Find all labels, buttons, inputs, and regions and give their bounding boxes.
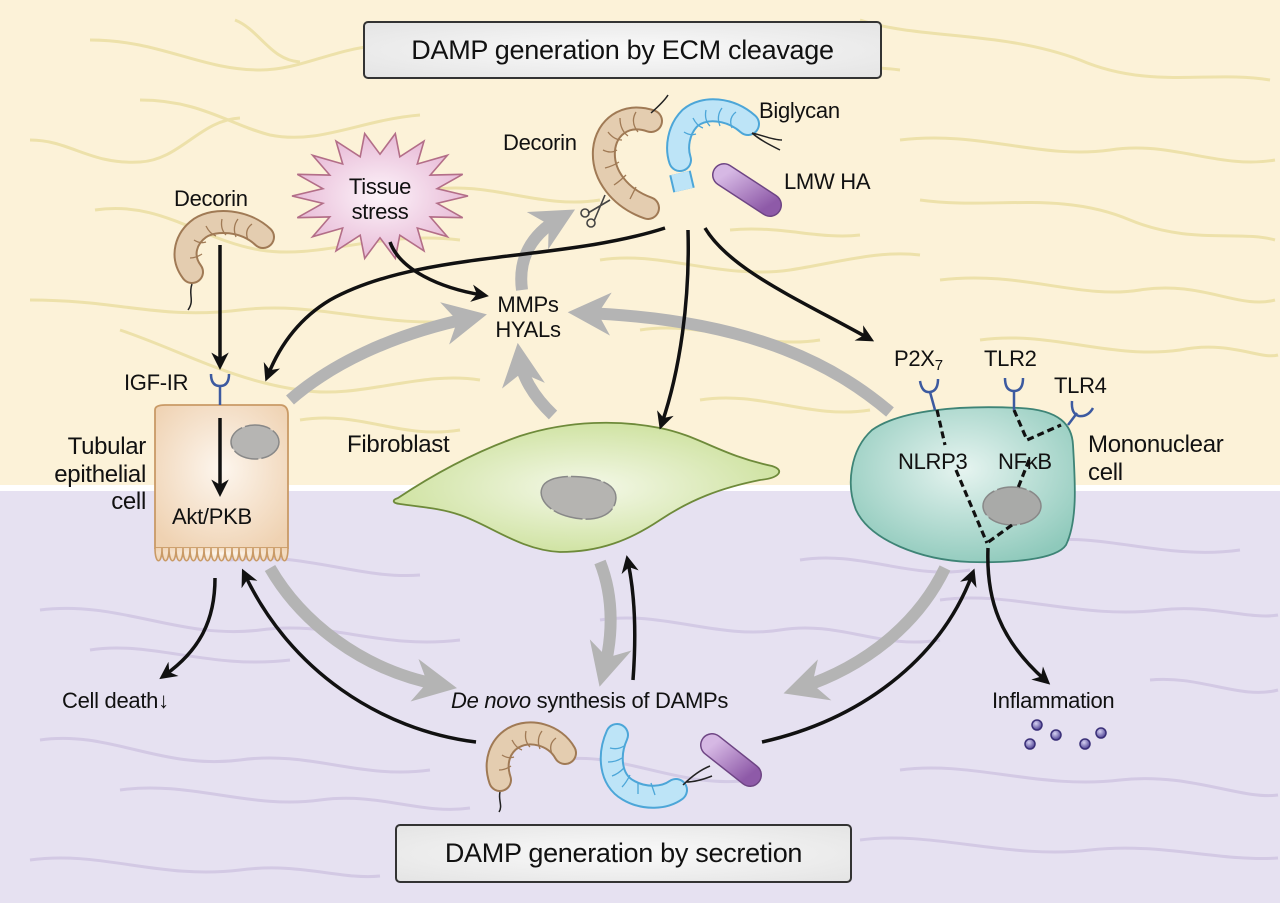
label-decorin-left: Decorin (174, 186, 248, 211)
arrow-secretion-to-mononuclear (761, 568, 977, 744)
arrow-stress-to-enzymes (388, 241, 489, 302)
biglycan-molecule (666, 98, 783, 193)
lmw-ha-bottom-molecule (700, 733, 762, 787)
black-arrows (159, 226, 1051, 744)
arrow-akt-to-cell-death (159, 577, 217, 680)
header-secretion: DAMP generation by secretion (395, 824, 852, 883)
grey-arrows (264, 209, 951, 702)
label-de-novo-italic: De novo (451, 688, 531, 713)
header-secretion-text: DAMP generation by secretion (444, 838, 803, 868)
label-p2x7-main: P2X (894, 346, 935, 371)
tubular-nucleus (230, 424, 280, 460)
inflammation-dots-icon (1024, 719, 1107, 750)
label-nfkb: NFκB (998, 449, 1052, 474)
signaling-dashes (935, 409, 1062, 545)
arrow-fibroblast-to-enzymes (502, 342, 558, 420)
arrow-enzymes-to-ecm (515, 209, 576, 291)
label-synthesis-rest: synthesis of DAMPs (530, 688, 729, 713)
label-mononuclear-cell: Mononuclear cell (1088, 431, 1224, 486)
label-tissue-stress-line2: stress (351, 199, 409, 225)
arrow-mononuclear-to-synthesis (783, 565, 951, 701)
label-tissue-stress: Tissue stress (330, 174, 430, 225)
label-hyals: HYALs (495, 317, 561, 343)
tlr2-receptor-icon (1003, 377, 1025, 410)
arrow-ecm-to-tubular (263, 226, 666, 382)
arrow-tubular-to-synthesis (264, 564, 457, 702)
arrow-mononuclear-to-enzymes (567, 292, 894, 417)
label-mononuclear-line1: Mononuclear (1088, 431, 1224, 458)
arrow-fibroblast-to-synthesis (589, 559, 632, 687)
decorin-bottom-molecule (485, 721, 577, 813)
header-ecm-cleavage-text: DAMP generation by ECM cleavage (411, 34, 834, 65)
label-fibroblast: Fibroblast (347, 431, 450, 458)
label-p2x7: P2X7 (894, 346, 943, 374)
label-p2x7-sub: 7 (934, 357, 943, 374)
fibroblast-nucleus (540, 475, 617, 520)
label-biglycan: Biglycan (759, 98, 840, 123)
label-tubular-epithelial-cell: Tubular epithelial cell (20, 433, 146, 516)
microvilli (154, 547, 289, 562)
label-mmps: MMPs (497, 292, 559, 317)
label-akt-pkb: Akt/PKB (172, 504, 252, 529)
igf-ir-receptor-icon (209, 373, 231, 405)
label-lmw-ha: LMW HA (784, 169, 871, 194)
arrow-mononuclear-to-inflammation (986, 547, 1051, 685)
label-decorin-top: Decorin (503, 130, 577, 155)
label-tubular-line2: epithelial (54, 460, 146, 488)
label-tissue-stress-line1: Tissue (348, 174, 412, 199)
tlr4-receptor-icon (1067, 400, 1095, 426)
mononuclear-nucleus (982, 486, 1042, 526)
label-nlrp3: NLRP3 (898, 449, 968, 474)
lmw-ha-molecule (712, 163, 782, 217)
label-mononuclear-line2: cell (1088, 458, 1123, 486)
tissue-stress-starburst (291, 131, 469, 261)
arrow-ecm-to-fibroblast (657, 229, 690, 430)
label-tlr2: TLR2 (984, 346, 1037, 371)
mononuclear-cell (849, 406, 1076, 564)
header-ecm-cleavage: DAMP generation by ECM cleavage (363, 21, 882, 79)
label-tlr4: TLR4 (1054, 373, 1107, 398)
label-enzymes: MMPs HYALs (478, 292, 578, 343)
fibroblast-cell (392, 421, 781, 553)
label-tubular-line3: cell (111, 488, 146, 516)
label-de-novo-synthesis: De novo synthesis of DAMPs (451, 688, 728, 713)
arrow-tubular-to-enzymes (286, 302, 487, 405)
arrow-secretion-to-tubular (241, 568, 477, 744)
scissors-icon (580, 194, 611, 228)
biglycan-bottom-molecule (599, 723, 713, 809)
label-tubular-line1: Tubular (67, 433, 147, 460)
label-inflammation: Inflammation (992, 688, 1115, 713)
arrow-ecm-to-mononuclear (703, 227, 875, 342)
decorin-left-molecule (173, 210, 275, 311)
decorin-top-molecule (591, 94, 669, 220)
label-igf-ir: IGF-IR (124, 370, 189, 395)
label-cell-death: Cell death↓ (62, 688, 169, 713)
arrow-synthesis-to-fibroblast (621, 555, 639, 681)
p2x7-receptor-icon (918, 378, 940, 411)
